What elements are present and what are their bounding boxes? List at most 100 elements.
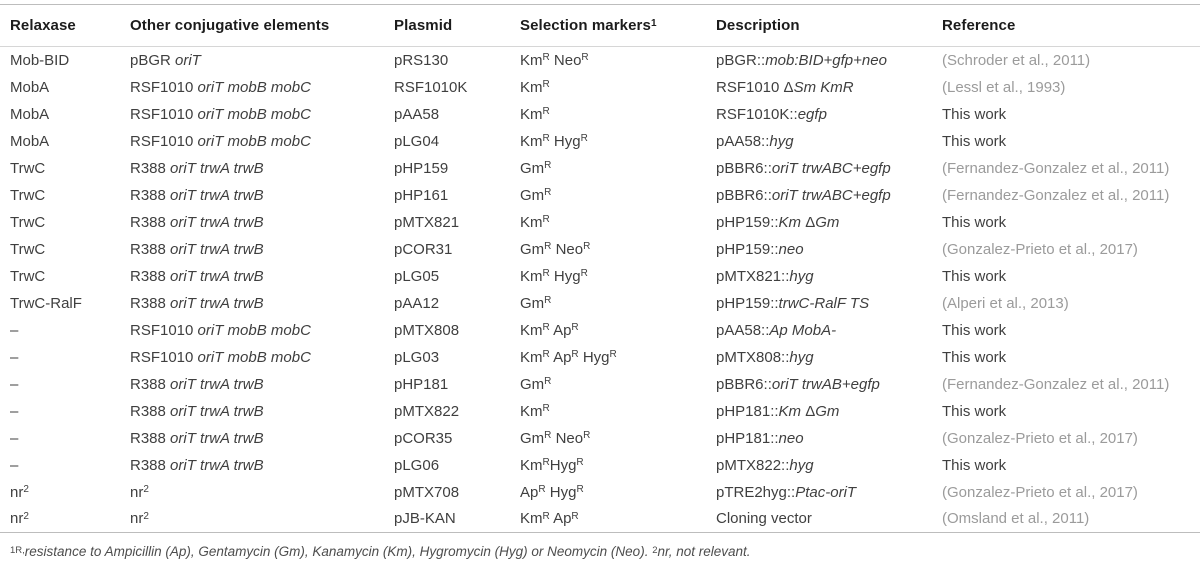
- column-header-plasmid: Plasmid: [384, 4, 510, 47]
- column-header-relaxase: Relaxase: [0, 4, 120, 47]
- reference-cell: (Alperi et al., 2013): [942, 294, 1069, 312]
- description-cell: pBBR6::oriT trwABC+egfp: [716, 159, 891, 177]
- relaxase-cell: TrwC: [10, 186, 46, 204]
- reference-cell: (Gonzalez-Prieto et al., 2017): [942, 240, 1138, 258]
- reference-cell: (Schroder et al., 2011): [942, 51, 1091, 69]
- table-row: – RSF1010 oriT mobB mobC pLG03 KmR ApR H…: [0, 344, 1200, 371]
- reference-cell: This work: [942, 105, 1007, 123]
- selection-markers-cell: GmR NeoR: [520, 240, 591, 258]
- relaxase-cell: –: [10, 321, 19, 339]
- conjugative-elements-cell: R388 oriT trwA trwB: [130, 186, 264, 204]
- description-cell: pBBR6::oriT trwAB+egfp: [716, 375, 880, 393]
- selection-markers-cell: GmR NeoR: [520, 429, 591, 447]
- relaxase-cell: TrwC: [10, 267, 46, 285]
- plasmid-cell: pHP181: [394, 375, 449, 393]
- relaxase-cell: nr2: [10, 483, 29, 501]
- table-row: – R388 oriT trwA trwB pHP181 GmR pBBR6::…: [0, 371, 1200, 398]
- relaxase-cell: –: [10, 456, 19, 474]
- conjugative-elements-cell: R388 oriT trwA trwB: [130, 267, 264, 285]
- description-cell: pTRE2hyg::Ptac-oriT: [716, 483, 857, 501]
- reference-cell: (Gonzalez-Prieto et al., 2017): [942, 429, 1138, 447]
- column-header-selection-markers: Selection markers1: [510, 4, 706, 47]
- description-cell: Cloning vector: [706, 505, 932, 533]
- plasmid-cell: pAA58: [394, 105, 440, 123]
- conjugative-elements-cell: RSF1010 oriT mobB mobC: [130, 348, 311, 366]
- table-row: TrwC-RalF R388 oriT trwA trwB pAA12 GmR …: [0, 290, 1200, 317]
- plasmid-cell: pMTX808: [394, 321, 460, 339]
- plasmid-cell: pMTX822: [394, 402, 460, 420]
- conjugative-elements-cell: R388 oriT trwA trwB: [130, 429, 264, 447]
- table-row: nr2 nr2 pMTX708 ApR HygR pTRE2hyg::Ptac-…: [0, 479, 1200, 506]
- relaxase-cell: MobA: [10, 78, 50, 96]
- description-cell: pHP159::trwC-RalF TS: [716, 294, 870, 312]
- plasmid-cell: pLG03: [394, 348, 440, 366]
- reference-cell: This work: [942, 267, 1007, 285]
- selection-markers-cell: KmR NeoR: [520, 51, 589, 69]
- table-row: nr2 nr2 pJB-KAN KmR ApR Cloning vector (…: [0, 505, 1200, 533]
- plasmid-cell: pLG06: [394, 456, 440, 474]
- selection-markers-cell: GmR: [520, 294, 552, 312]
- selection-markers-cell: GmR: [520, 375, 552, 393]
- selection-markers-cell: KmR ApR: [510, 505, 706, 533]
- selection-markers-cell: KmR: [520, 213, 550, 231]
- reference-cell: (Fernandez-Gonzalez et al., 2011): [942, 186, 1170, 204]
- plasmid-cell: pRS130: [394, 51, 449, 69]
- selection-markers-cell: KmR: [520, 78, 550, 96]
- reference-cell: (Lessl et al., 1993): [942, 78, 1066, 96]
- reference-cell: This work: [942, 213, 1007, 231]
- selection-markers-cell: KmR ApR HygR: [520, 348, 617, 366]
- column-header-description: Description: [706, 4, 932, 47]
- relaxase-cell: TrwC-RalF: [10, 294, 82, 312]
- description-cell: RSF1010K::egfp: [716, 105, 827, 123]
- conjugative-elements-cell: nr2: [130, 483, 149, 501]
- selection-markers-cell: KmR: [520, 105, 550, 123]
- selection-markers-cell: KmRHygR: [520, 456, 584, 474]
- conjugative-elements-cell: R388 oriT trwA trwB: [130, 159, 264, 177]
- description-cell: pMTX808::hyg: [716, 348, 814, 366]
- description-cell: pMTX822::hyg: [716, 456, 814, 474]
- conjugative-elements-cell: RSF1010 oriT mobB mobC: [130, 321, 311, 339]
- plasmid-cell: pAA12: [394, 294, 440, 312]
- selection-markers-cell: GmR: [520, 186, 552, 204]
- plasmid-cell: pMTX708: [394, 483, 460, 501]
- table-row: TrwC R388 oriT trwA trwB pMTX821 KmR pHP…: [0, 209, 1200, 236]
- description-cell: pAA58::hyg: [716, 132, 794, 150]
- table-row: TrwC R388 oriT trwA trwB pLG05 KmR HygR …: [0, 263, 1200, 290]
- description-cell: pBBR6::oriT trwABC+egfp: [716, 186, 891, 204]
- relaxase-cell: MobA: [10, 105, 50, 123]
- description-cell: pHP159::neo: [716, 240, 804, 258]
- relaxase-cell: nr2: [0, 505, 120, 533]
- plasmid-cell: pJB-KAN: [384, 505, 510, 533]
- table-row: – RSF1010 oriT mobB mobC pMTX808 KmR ApR…: [0, 317, 1200, 344]
- description-cell: pBGR::mob:BID+gfp+neo: [716, 51, 887, 69]
- plasmid-cell: pCOR31: [394, 240, 453, 258]
- table-footnote: 1R,resistance to Ampicillin (Ap), Gentam…: [10, 544, 751, 559]
- table-row: MobA RSF1010 oriT mobB mobC pLG04 KmR Hy…: [0, 128, 1200, 155]
- description-cell: pAA58::Ap MobA-: [716, 321, 837, 339]
- conjugative-elements-cell: R388 oriT trwA trwB: [130, 375, 264, 393]
- relaxase-cell: MobA: [10, 132, 50, 150]
- relaxase-cell: TrwC: [10, 213, 46, 231]
- reference-cell: (Fernandez-Gonzalez et al., 2011): [942, 375, 1170, 393]
- table-row: Mob-BID pBGR oriT pRS130 KmR NeoR pBGR::…: [0, 47, 1200, 74]
- description-cell: pHP159::Km ΔGm: [716, 213, 840, 231]
- conjugative-elements-cell: pBGR oriT: [130, 51, 201, 69]
- table-header-row: Relaxase Other conjugative elements Plas…: [0, 4, 1200, 47]
- conjugative-elements-cell: RSF1010 oriT mobB mobC: [130, 132, 311, 150]
- reference-cell: This work: [942, 402, 1007, 420]
- plasmid-cell: pLG04: [394, 132, 440, 150]
- conjugative-elements-cell: nr2: [120, 505, 384, 533]
- plasmid-cell: RSF1010K: [394, 78, 468, 96]
- selection-markers-cell: KmR ApR: [520, 321, 579, 339]
- relaxase-cell: Mob-BID: [10, 51, 70, 69]
- table-header: Relaxase Other conjugative elements Plas…: [0, 4, 1200, 47]
- selection-markers-cell: GmR: [520, 159, 552, 177]
- table-row: – R388 oriT trwA trwB pLG06 KmRHygR pMTX…: [0, 452, 1200, 479]
- plasmid-cell: pMTX821: [394, 213, 460, 231]
- table-row: TrwC R388 oriT trwA trwB pCOR31 GmR NeoR…: [0, 236, 1200, 263]
- table-row: TrwC R388 oriT trwA trwB pHP159 GmR pBBR…: [0, 155, 1200, 182]
- conjugative-elements-cell: RSF1010 oriT mobB mobC: [130, 105, 311, 123]
- conjugative-elements-cell: R388 oriT trwA trwB: [130, 456, 264, 474]
- reference-cell: (Fernandez-Gonzalez et al., 2011): [942, 159, 1170, 177]
- table-row: – R388 oriT trwA trwB pCOR35 GmR NeoR pH…: [0, 425, 1200, 452]
